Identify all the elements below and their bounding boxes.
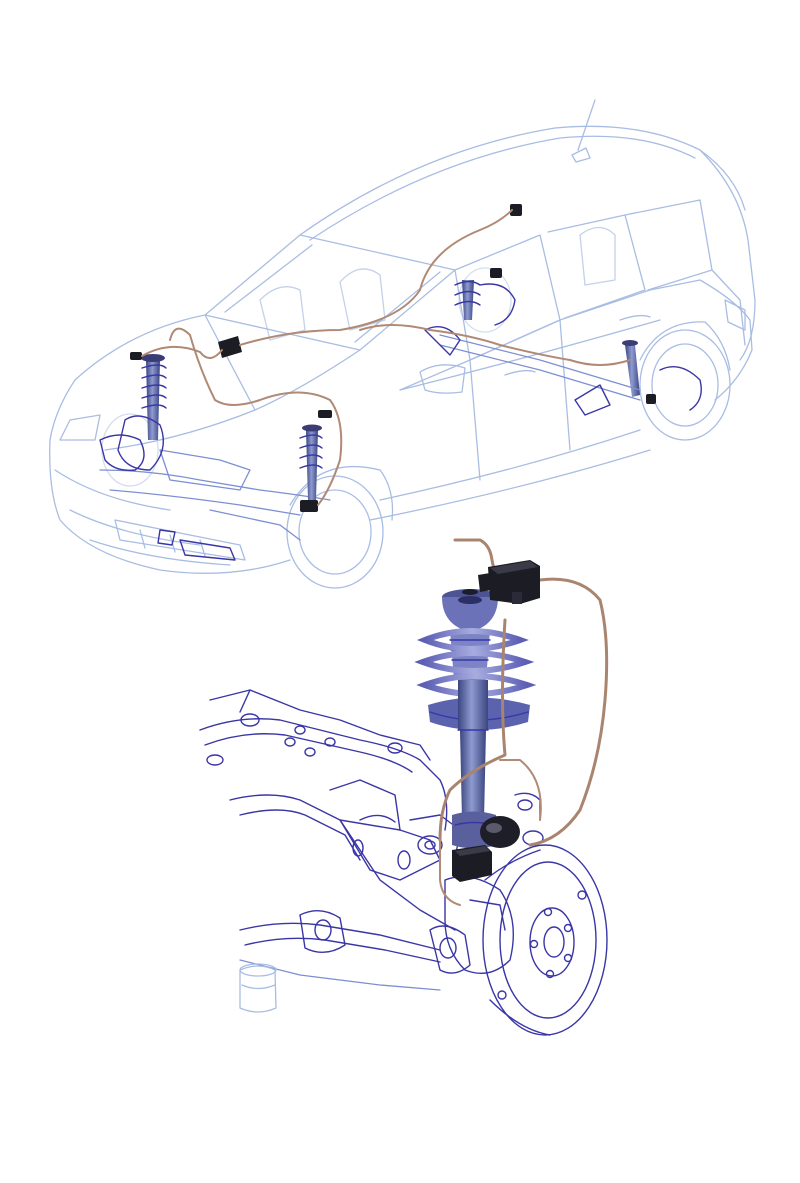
sensor-modules-detail: [452, 560, 540, 882]
front-right-strut: [299, 424, 323, 512]
subframe-detail: [199, 689, 544, 1013]
hatchback-car-body: [49, 99, 756, 589]
rear-left-shock: [454, 268, 516, 326]
rear-right-shock: [622, 340, 702, 411]
wiring-harness-detail: [438, 538, 609, 906]
front-strut-detail: [414, 589, 537, 849]
electronic-control-module: [130, 204, 522, 418]
front-subframe: [99, 434, 331, 561]
wiring-harness: [141, 209, 631, 506]
brake-disc-detail: [482, 844, 608, 1036]
rear-axle: [424, 326, 641, 416]
front-left-strut: [117, 354, 167, 471]
